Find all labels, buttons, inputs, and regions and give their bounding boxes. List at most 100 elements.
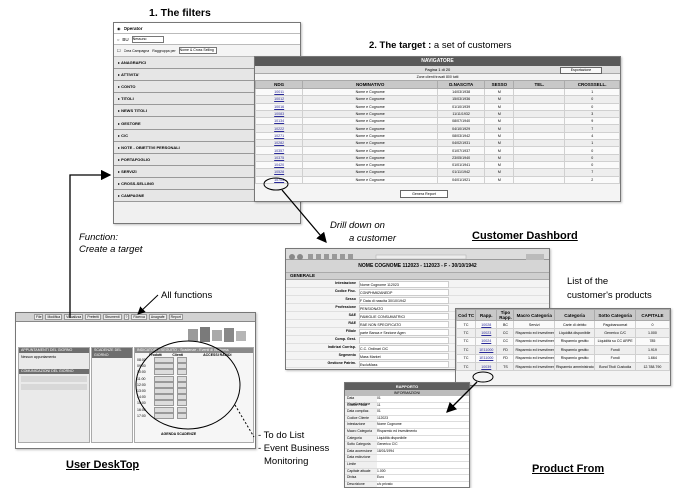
filter-section[interactable]: ▸ SERVIZI: [114, 165, 300, 178]
group-select[interactable]: Nome & Cross Selling: [178, 47, 217, 54]
field-label: Descrizione prodotto: [347, 481, 365, 486]
product-link[interactable]: 10039: [475, 361, 498, 372]
todo-highlight: [135, 340, 241, 430]
filter-section[interactable]: ▸ CROSS-SELLING: [114, 177, 300, 191]
field-value: FAMIGLIE CONSUMATRICI: [359, 313, 449, 320]
desktop-logo: [186, 325, 248, 345]
field-label: Codice Fisc.: [334, 289, 356, 293]
time-slot[interactable]: 10:00: [137, 369, 253, 376]
column-header: Rapp.: [475, 309, 498, 321]
all-functions-arrow: [137, 294, 159, 315]
field-value: CGNPHM62ANEDP: [359, 289, 449, 296]
table-cell: [513, 175, 566, 184]
menu-item[interactable]: File: [34, 314, 44, 320]
time-slot[interactable]: 15:00: [137, 400, 253, 407]
filter-section[interactable]: ▸ ANAGRAFICI: [114, 57, 300, 70]
bu-select[interactable]: Nessuno: [131, 35, 164, 43]
field-label: Capitale attuale: [347, 468, 371, 473]
event-chip: [154, 394, 174, 401]
drill-label-2: a customer: [349, 233, 396, 244]
time-slot[interactable]: 17:00: [137, 412, 253, 419]
field-label: Limite: [347, 461, 357, 466]
filter-section[interactable]: ▸ C/C: [114, 129, 300, 142]
operator-option[interactable]: ◉ Operator: [114, 23, 300, 34]
menu-item[interactable]: ?: [123, 314, 130, 320]
filter-section[interactable]: ▸ CONTO: [114, 81, 300, 94]
field-label: Data Visualizzazione: [347, 396, 371, 406]
appointments-title: APPUNTAMENTI DEL GIORNO: [19, 348, 89, 353]
field-value: [377, 455, 469, 461]
time-slot[interactable]: 11:00: [137, 375, 253, 382]
menu-item[interactable]: Anagrafe: [148, 314, 167, 320]
appointments-panel: APPUNTAMENTI DEL GIORNO Nessun appuntame…: [18, 347, 90, 443]
ndg-link[interactable]: 10703: [255, 175, 304, 184]
menu-item[interactable]: Strumenti: [103, 314, 122, 320]
menu-item[interactable]: Visualizza: [64, 314, 84, 320]
filter-section[interactable]: ▸ NEWS TITOLI: [114, 105, 300, 118]
filter-section-label: ▸ CROSS-SELLING: [118, 180, 155, 186]
filter-section[interactable]: ▸ ATTIVITA': [114, 69, 300, 82]
time-label: 13:00: [137, 389, 146, 394]
events-customers: Clienti: [172, 353, 184, 357]
time-slot[interactable]: 14:00: [137, 394, 253, 401]
filter-section[interactable]: ▸ GESTORE: [114, 117, 300, 130]
campaign-label: Crea Campagna: [123, 48, 150, 53]
filter-section[interactable]: ▸ NOTE - OBIETTIVI PERSONALI: [114, 141, 300, 154]
time-label: 14:00: [137, 395, 146, 400]
todo-arrow: [234, 404, 255, 438]
menu-item[interactable]: Report: [168, 314, 183, 320]
field-label: Categoria: [347, 435, 362, 440]
event-chip: [177, 394, 187, 401]
time-label: 15:00: [137, 401, 146, 406]
time-label: 12:00: [137, 382, 146, 387]
time-slot[interactable]: 09:00: [137, 363, 253, 370]
filter-section[interactable]: ▸ PORTAFOGLIO: [114, 153, 300, 166]
drill-down-arrow: [281, 189, 327, 243]
table-cell: Risparmio ed investimento: [513, 361, 555, 372]
event-chip: [177, 412, 187, 419]
event-chip: [177, 363, 187, 370]
menu-item[interactable]: Modifica: [45, 314, 63, 320]
target-caption: 2. The target : a set of customers: [369, 40, 512, 51]
agenda-title: AGENDA SCADENZE: [161, 432, 197, 436]
generate-report-button[interactable]: Genera Report: [400, 190, 448, 198]
event-chip: [154, 375, 174, 382]
filter-section[interactable]: ▸ TITOLI: [114, 93, 300, 106]
time-slot[interactable]: 13:00: [137, 388, 253, 395]
filter-section-label: ▸ GESTORE: [118, 120, 141, 126]
bu-option[interactable]: ○ BU Nessuno: [114, 34, 300, 45]
field-value: C.C. Ordinari CIC: [359, 345, 449, 352]
time-slot[interactable]: 16:00: [137, 406, 253, 413]
filters-caption: 1. The filters: [149, 7, 211, 19]
menu-item[interactable]: Preferiti: [85, 314, 101, 320]
field-value: 01: [377, 396, 469, 402]
field-value: F Data di nascita 30/10/1942: [359, 297, 449, 304]
filter-section[interactable]: ▸ CAMPAGNE: [114, 190, 300, 203]
selected-product-highlight: [472, 371, 494, 383]
time-slot[interactable]: 08:00: [137, 357, 253, 364]
campaign-option[interactable]: ☐ Crea Campagna Raggruppa per Nome & Cro…: [114, 45, 300, 57]
time-slot[interactable]: 12:00: [137, 381, 253, 388]
time-label: 09:00: [137, 364, 146, 369]
export-button[interactable]: Esportazione: [560, 67, 602, 74]
dashboard-caption: Customer Dashbord: [472, 230, 578, 242]
field-label: Data accensione: [347, 448, 373, 453]
field-value: 18/01/1994: [377, 448, 469, 455]
field-value: [377, 461, 469, 468]
communications-title: COMUNICAZIONI DEL GIORNO: [19, 369, 89, 374]
products-caption-2: customer's products: [567, 290, 652, 301]
dashboard-field: Codice Fisc.CGNPHM62ANEDP: [286, 288, 549, 296]
